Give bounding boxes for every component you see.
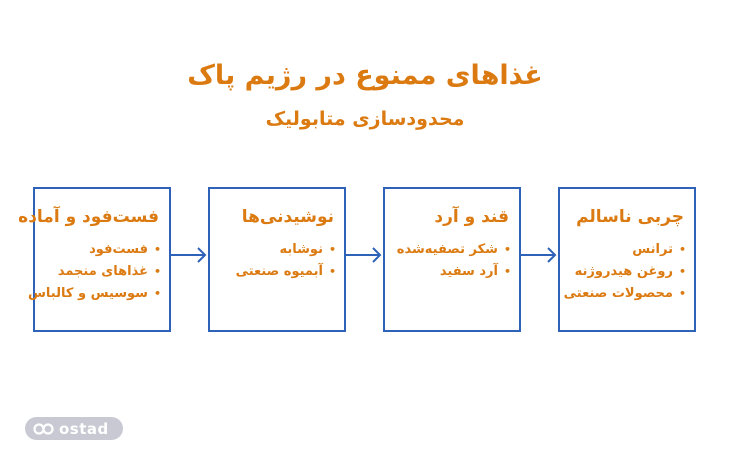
box-title: فست‌فود و آماده [18, 207, 159, 227]
box-item-list: •شکر تصفیه‌شده •آرد سفید [393, 239, 511, 283]
bullet-icon: • [678, 243, 686, 256]
flow-box-drinks: نوشیدنی‌ها •نوشابه •آبمیوه صنعتی [208, 187, 346, 332]
bullet-icon: • [153, 243, 161, 256]
diagram-subtitle: محدودسازی متابولیک [265, 108, 465, 130]
bullet-icon: • [153, 265, 161, 278]
logo-text: ostad [59, 419, 109, 438]
ostad-logo: ostad [25, 417, 123, 440]
bullet-icon: • [503, 265, 511, 278]
arrow-right-icon [521, 247, 557, 263]
list-item: •آرد سفید [393, 261, 511, 283]
box-item-list: •فست‌فود •غذاهای منجمد •سوسیس و کالباس [28, 239, 161, 305]
box-title: چربی ناسالم [576, 207, 684, 227]
list-item: •محصولات صنعتی [564, 283, 686, 305]
list-item: •ترانس [568, 239, 686, 261]
box-item-list: •نوشابه •آبمیوه صنعتی [218, 239, 336, 283]
bullet-icon: • [328, 265, 336, 278]
flow-box-fastfood: فست‌فود و آماده •فست‌فود •غذاهای منجمد •… [18, 187, 171, 332]
bullet-icon: • [328, 243, 336, 256]
list-item: •فست‌فود [43, 239, 161, 261]
box-item-list: •ترانس •روغن هیدروژنه •محصولات صنعتی [564, 239, 686, 305]
arrow-right-icon [171, 247, 207, 263]
list-item: •غذاهای منجمد [43, 261, 161, 283]
flow-box-unhealthy-fats: چربی ناسالم •ترانس •روغن هیدروژنه •محصول… [558, 187, 696, 332]
list-item: •آبمیوه صنعتی [218, 261, 336, 283]
flow-box-sugar-flour: قند و آرد •شکر تصفیه‌شده •آرد سفید [383, 187, 521, 332]
bullet-icon: • [503, 243, 511, 256]
infinity-loop-icon [33, 422, 54, 435]
bullet-icon: • [153, 287, 161, 300]
list-item: •نوشابه [218, 239, 337, 261]
arrow-right-icon [346, 247, 382, 263]
box-title: قند و آرد [434, 207, 509, 227]
bullet-icon: • [678, 287, 686, 300]
list-item: •روغن هیدروژنه [568, 261, 686, 283]
list-item: •سوسیس و کالباس [28, 283, 161, 305]
diagram-title: غذاهای ممنوع در رژیم پاک [187, 60, 543, 91]
bullet-icon: • [678, 265, 686, 278]
list-item: •شکر تصفیه‌شده [393, 239, 511, 261]
box-title: نوشیدنی‌ها [241, 207, 334, 227]
